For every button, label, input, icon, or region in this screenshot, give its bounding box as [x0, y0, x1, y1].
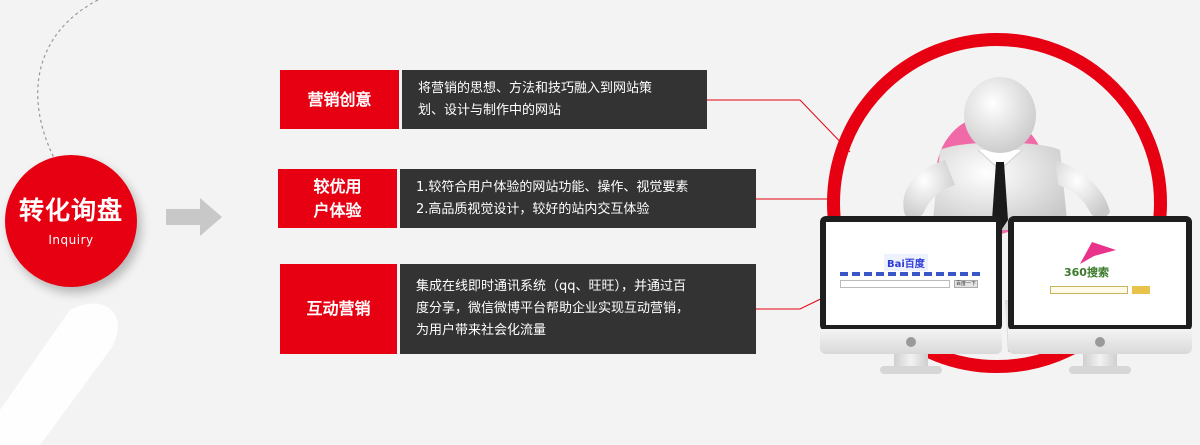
flag-icon	[1080, 242, 1116, 264]
apple-logo-icon	[906, 336, 916, 347]
feature-desc: 1.较符合用户体验的网站功能、操作、视觉要素 2.高品质视觉设计，较好的站内交互…	[400, 169, 756, 228]
baidu-search-button: 百度一下	[954, 280, 978, 288]
monitor-neck	[1083, 354, 1117, 368]
desc-line: 度分享，微信微博平台帮助企业实现互动营销，	[416, 301, 690, 316]
monitor-chin	[820, 329, 1002, 354]
feature-desc: 将营销的思想、方法和技巧融入到网站策 划、设计与制作中的网站	[402, 70, 707, 129]
monitor-frame: 360搜索	[1008, 216, 1192, 331]
monitor-base	[1069, 366, 1131, 374]
360-logo: 360搜索	[1064, 266, 1109, 279]
desc-line: 集成在线即时通讯系统（qq、旺旺），并通过百	[416, 279, 687, 294]
monitor-screen: 360搜索	[1014, 222, 1186, 325]
baidu-search-box	[840, 280, 950, 288]
desc-line: 划、设计与制作中的网站	[418, 102, 562, 118]
desc-line: 为用户带来社会化流量	[416, 323, 547, 338]
arrow-right-icon	[166, 198, 222, 236]
monitor-screen: Bai百度 百度一下	[826, 222, 996, 325]
monitor-baidu: Bai百度 百度一下	[820, 216, 1002, 376]
tag-line: 营销创意	[307, 89, 372, 109]
feature-row-ux: 较优用 户体验 1.较符合用户体验的网站功能、操作、视觉要素 2.高品质视觉设计…	[278, 169, 756, 228]
monitor-base	[880, 366, 942, 374]
monitor-frame: Bai百度 百度一下	[820, 216, 1002, 331]
main-title: 转化询盘	[18, 196, 123, 225]
tag-line: 较优用	[313, 176, 362, 196]
feature-row-creative: 营销创意 将营销的思想、方法和技巧融入到网站策 划、设计与制作中的网站	[280, 70, 707, 129]
ghost-shape	[0, 303, 118, 445]
feature-desc: 集成在线即时通讯系统（qq、旺旺），并通过百 度分享，微信微博平台帮助企业实现互…	[400, 264, 756, 354]
baidu-logo: Bai百度	[884, 254, 928, 271]
desc-line: 2.高品质视觉设计，较好的站内交互体验	[416, 201, 650, 217]
monitor-360: 360搜索	[1008, 216, 1192, 376]
360-search-button	[1132, 286, 1150, 294]
desc-line: 将营销的思想、方法和技巧融入到网站策	[418, 80, 653, 96]
feature-tag: 互动营销	[280, 264, 397, 354]
feature-row-interactive: 互动营销 集成在线即时通讯系统（qq、旺旺），并通过百 度分享，微信微博平台帮助…	[280, 264, 756, 354]
apple-logo-icon	[1095, 336, 1105, 347]
360-search-box	[1050, 286, 1128, 294]
monitor-chin	[1008, 329, 1192, 354]
baidu-nav	[840, 272, 980, 276]
desc-line: 1.较符合用户体验的网站功能、操作、视觉要素	[416, 179, 689, 195]
tag-line: 户体验	[313, 200, 362, 220]
feature-tag: 较优用 户体验	[278, 169, 397, 228]
main-subtitle: Inquiry	[48, 233, 94, 247]
monitor-neck	[894, 354, 928, 368]
main-circle: 转化询盘 Inquiry	[5, 155, 137, 287]
feature-tag: 营销创意	[280, 70, 399, 129]
tag-line: 互动营销	[306, 299, 371, 318]
